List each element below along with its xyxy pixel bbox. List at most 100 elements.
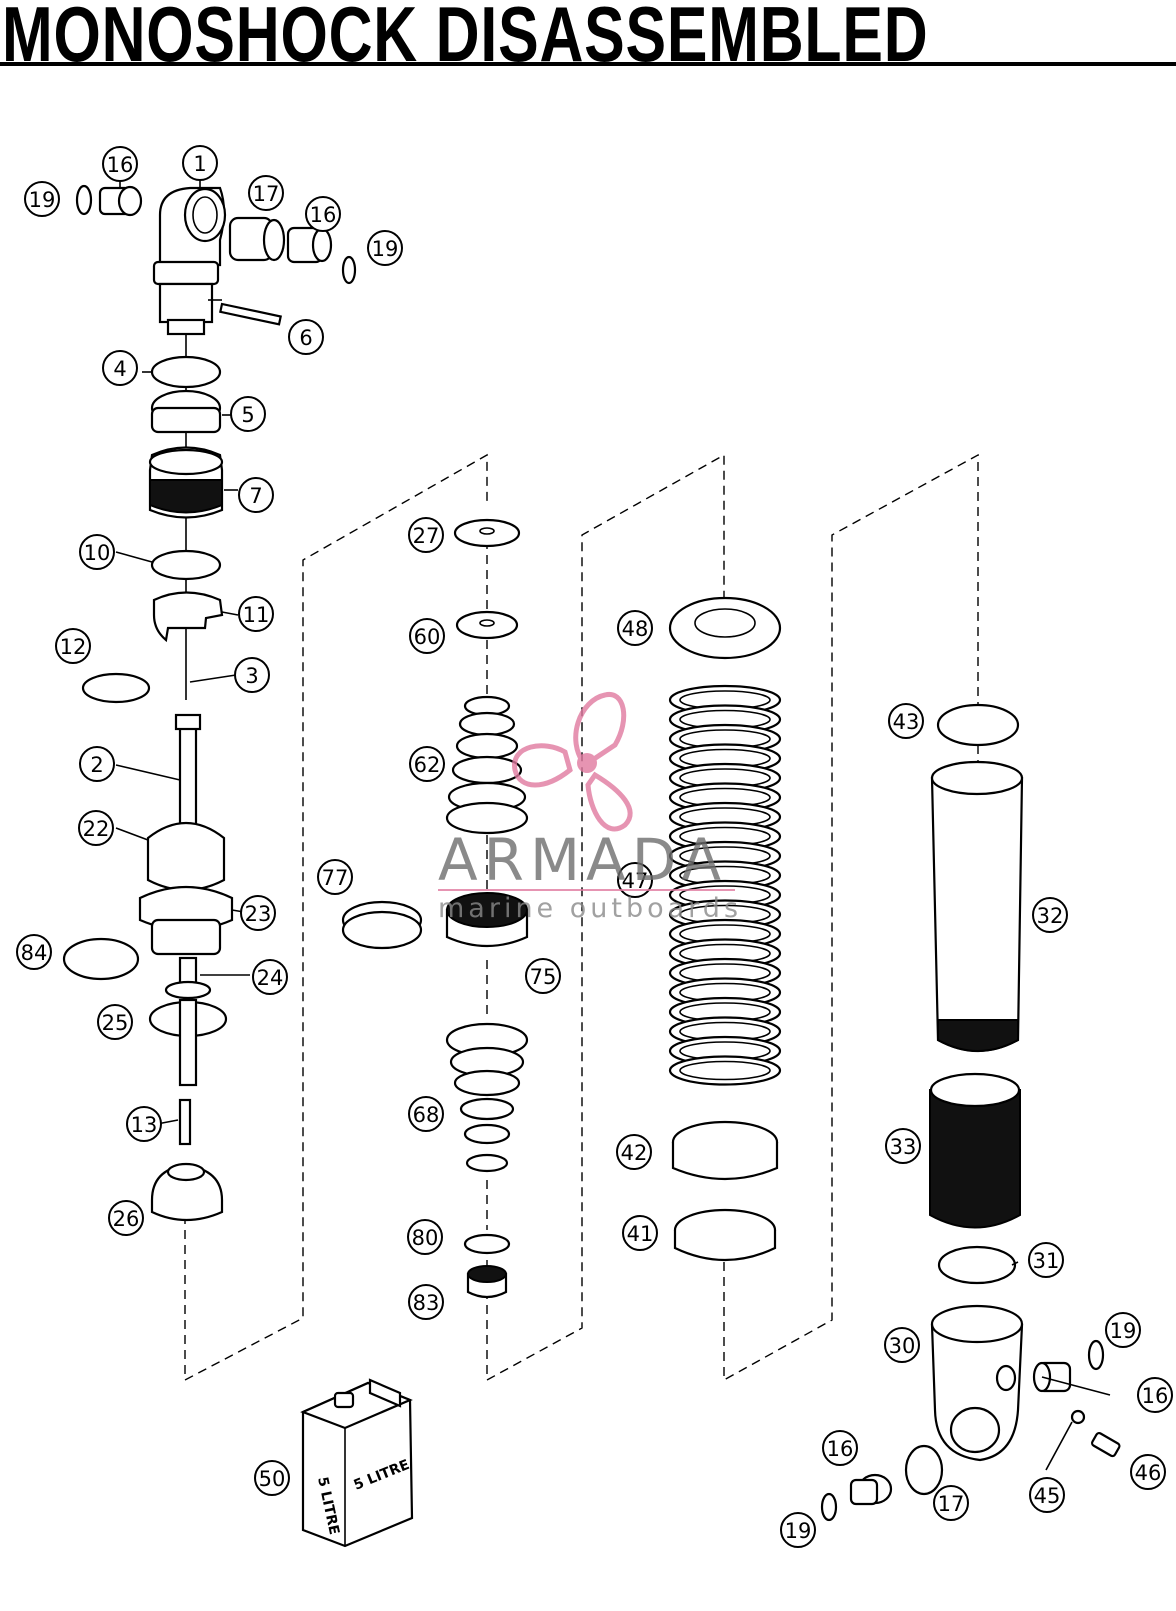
callout-number: 17 bbox=[938, 1492, 965, 1516]
propeller-logo-icon bbox=[512, 692, 633, 832]
reservoir-body-assembly bbox=[820, 703, 1121, 1522]
callout-number: 43 bbox=[893, 710, 920, 734]
callout-number: 10 bbox=[84, 541, 111, 565]
callout-83: 83 bbox=[408, 1284, 444, 1320]
callout-19: 19 bbox=[780, 1512, 816, 1548]
callout-number: 68 bbox=[413, 1103, 440, 1127]
callout-50: 50 bbox=[254, 1460, 290, 1496]
spring-assembly bbox=[668, 596, 782, 1262]
callout-43: 43 bbox=[888, 703, 924, 739]
callout-number: 1 bbox=[193, 152, 206, 176]
callout-3: 3 bbox=[234, 657, 270, 693]
callout-number: 19 bbox=[785, 1519, 812, 1543]
callout-26: 26 bbox=[108, 1200, 144, 1236]
callout-number: 27 bbox=[413, 524, 440, 548]
callout-number: 22 bbox=[83, 817, 110, 841]
callout-77: 77 bbox=[317, 859, 353, 895]
watermark-brand: ARMADA bbox=[438, 826, 727, 894]
callout-number: 31 bbox=[1033, 1249, 1060, 1273]
callout-2: 2 bbox=[79, 746, 115, 782]
callout-19: 19 bbox=[1105, 1312, 1141, 1348]
callout-7: 7 bbox=[238, 477, 274, 513]
callout-22: 22 bbox=[78, 810, 114, 846]
callout-16: 16 bbox=[822, 1430, 858, 1466]
callout-number: 17 bbox=[253, 182, 280, 206]
callout-number: 84 bbox=[21, 941, 48, 965]
callout-number: 77 bbox=[322, 866, 349, 890]
callout-number: 60 bbox=[414, 625, 441, 649]
page-title: MONOSHOCK DISASSEMBLED bbox=[2, 0, 929, 78]
callout-31: 31 bbox=[1028, 1242, 1064, 1278]
callout-17: 17 bbox=[248, 175, 284, 211]
callout-60: 60 bbox=[409, 618, 445, 654]
callout-46: 46 bbox=[1130, 1454, 1166, 1490]
callout-27: 27 bbox=[408, 517, 444, 553]
callout-number: 32 bbox=[1037, 904, 1064, 928]
callout-number: 50 bbox=[259, 1467, 286, 1491]
callout-number: 41 bbox=[627, 1222, 654, 1246]
callout-number: 4 bbox=[113, 357, 126, 381]
callout-number: 24 bbox=[257, 966, 284, 990]
leader-lines bbox=[115, 178, 1111, 1471]
callout-11: 11 bbox=[238, 596, 274, 632]
callout-16: 16 bbox=[1137, 1377, 1173, 1413]
callout-10: 10 bbox=[79, 534, 115, 570]
callout-number: 7 bbox=[249, 484, 262, 508]
callout-number: 62 bbox=[414, 753, 441, 777]
armada-watermark: ARMADA marine outboards bbox=[438, 692, 742, 924]
callout-number: 2 bbox=[90, 753, 103, 777]
callout-19: 19 bbox=[24, 181, 60, 217]
callout-number: 42 bbox=[621, 1141, 648, 1165]
callout-number: 25 bbox=[102, 1011, 129, 1035]
callout-4: 4 bbox=[102, 350, 138, 386]
callout-68: 68 bbox=[408, 1096, 444, 1132]
callout-number: 45 bbox=[1034, 1484, 1061, 1508]
callout-number: 19 bbox=[29, 188, 56, 212]
callout-80: 80 bbox=[407, 1219, 443, 1255]
callout-number: 6 bbox=[299, 326, 312, 350]
callout-number: 23 bbox=[245, 902, 272, 926]
callout-number: 26 bbox=[113, 1207, 140, 1231]
callout-number: 5 bbox=[241, 403, 254, 427]
callout-25: 25 bbox=[97, 1004, 133, 1040]
callout-number: 16 bbox=[1142, 1384, 1169, 1408]
callout-19: 19 bbox=[367, 230, 403, 266]
callout-17: 17 bbox=[933, 1485, 969, 1521]
callout-number: 80 bbox=[412, 1226, 439, 1250]
title-underline bbox=[0, 62, 1176, 66]
callout-16: 16 bbox=[102, 146, 138, 182]
callout-number: 46 bbox=[1135, 1461, 1162, 1485]
callout-number: 16 bbox=[107, 153, 134, 177]
callout-24: 24 bbox=[252, 959, 288, 995]
callout-45: 45 bbox=[1029, 1477, 1065, 1513]
callout-number: 19 bbox=[372, 237, 399, 261]
callout-number: 48 bbox=[622, 617, 649, 641]
callout-30: 30 bbox=[884, 1327, 920, 1363]
callout-number: 3 bbox=[245, 664, 258, 688]
callout-number: 83 bbox=[413, 1291, 440, 1315]
callout-48: 48 bbox=[617, 610, 653, 646]
callout-1: 1 bbox=[182, 145, 218, 181]
callout-32: 32 bbox=[1032, 897, 1068, 933]
callout-12: 12 bbox=[55, 628, 91, 664]
oil-can: 5 LITRE 5 LITRE bbox=[300, 1378, 414, 1548]
watermark-tagline: marine outboards bbox=[438, 893, 742, 924]
piston-rod-assembly bbox=[62, 335, 234, 1222]
callout-13: 13 bbox=[126, 1106, 162, 1142]
callout-16: 16 bbox=[305, 196, 341, 232]
callout-41: 41 bbox=[622, 1215, 658, 1251]
callout-75: 75 bbox=[525, 958, 561, 994]
callout-6: 6 bbox=[288, 319, 324, 355]
callout-5: 5 bbox=[230, 396, 266, 432]
callout-number: 13 bbox=[131, 1113, 158, 1137]
callout-number: 33 bbox=[890, 1135, 917, 1159]
callout-number: 16 bbox=[310, 203, 337, 227]
callout-33: 33 bbox=[885, 1128, 921, 1164]
callout-number: 30 bbox=[889, 1334, 916, 1358]
callout-84: 84 bbox=[16, 934, 52, 970]
callout-number: 75 bbox=[530, 965, 557, 989]
callout-number: 11 bbox=[243, 603, 270, 627]
